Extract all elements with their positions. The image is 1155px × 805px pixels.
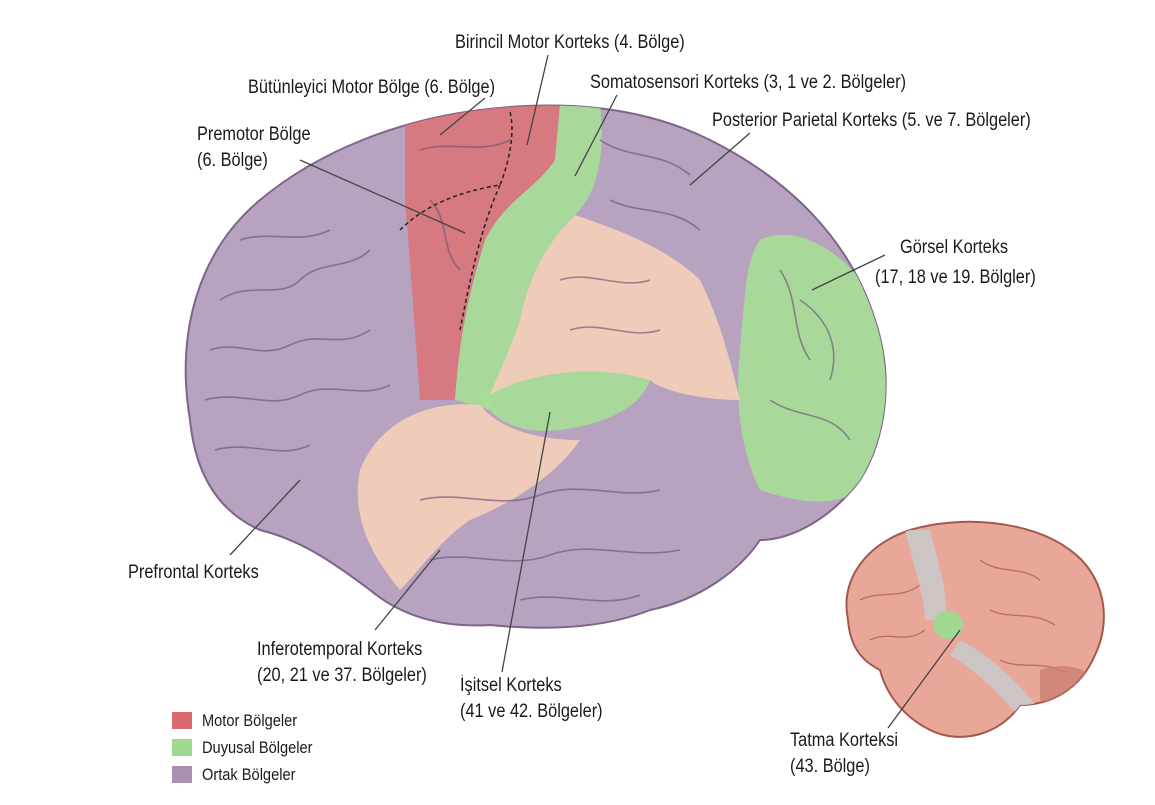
label-gustatory-line2: (43. Bölge) [790, 756, 870, 777]
label-auditory-line2: (41 ve 42. Bölgeler) [460, 701, 603, 722]
label-posterior-parietal: Posterior Parietal Korteks (5. ve 7. Böl… [712, 108, 1031, 134]
legend: Motor Bölgeler Duyusal Bölgeler Ortak Bö… [172, 707, 331, 788]
legend-item-motor: Motor Bölgeler [172, 707, 331, 734]
label-visual-line1: Görsel Korteks [900, 237, 1009, 258]
label-inferotemporal-line1: Inferotemporal Korteks [257, 639, 423, 660]
legend-swatch-sensory [172, 739, 192, 756]
main-brain [184, 104, 887, 629]
label-primary-motor-text: Birincil Motor Korteks (4. Bölge) [455, 32, 685, 53]
dashed-boundary [399, 111, 513, 331]
parietal-peach-region [490, 215, 740, 400]
visual-region [738, 234, 886, 502]
label-visual-line2: (17, 18 ve 19. Bölgler) [875, 267, 1036, 288]
label-inferotemporal-line2: (20, 21 ve 37. Bölgeler) [257, 665, 427, 686]
label-premotor-line2: (6. Bölge) [197, 150, 268, 171]
label-prefrontal-text: Prefrontal Korteks [128, 562, 259, 583]
label-gustatory: Tatma Korteksi (43. Bölge) [790, 728, 898, 780]
label-gustatory-line1: Tatma Korteksi [790, 730, 899, 751]
motor-region [405, 105, 560, 400]
small-brain [845, 520, 1105, 738]
somatosensory-region [455, 105, 602, 410]
label-auditory-line1: İşitsel Korteks [460, 675, 562, 696]
label-premotor: Premotor Bölge (6. Bölge) [197, 122, 311, 174]
gyri-texture [204, 139, 851, 602]
label-supplementary-motor-text: Bütünleyici Motor Bölge (6. Bölge) [248, 77, 496, 98]
label-prefrontal: Prefrontal Korteks [128, 560, 259, 586]
legend-item-association: Ortak Bölgeler [172, 761, 331, 788]
legend-label-association: Ortak Bölgeler [202, 764, 296, 784]
gustatory-region [933, 611, 963, 639]
label-somatosensory-text: Somatosensori Korteks (3, 1 ve 2. Bölgel… [590, 72, 907, 93]
legend-swatch-association [172, 766, 192, 783]
label-premotor-line1: Premotor Bölge [197, 124, 311, 145]
legend-item-sensory: Duyusal Bölgeler [172, 734, 331, 761]
label-supplementary-motor: Bütünleyici Motor Bölge (6. Bölge) [248, 75, 495, 101]
label-primary-motor: Birincil Motor Korteks (4. Bölge) [455, 30, 685, 56]
label-visual: Görsel Korteks [900, 235, 1008, 261]
auditory-region [480, 371, 650, 431]
legend-swatch-motor [172, 712, 192, 729]
temporal-peach-region [357, 404, 580, 590]
label-auditory: İşitsel Korteks (41 ve 42. Bölgeler) [460, 673, 603, 725]
leader-lines [229, 54, 961, 729]
legend-label-motor: Motor Bölgeler [202, 710, 298, 730]
label-posterior-parietal-text: Posterior Parietal Korteks (5. ve 7. Böl… [712, 110, 1031, 131]
legend-label-sensory: Duyusal Bölgeler [202, 737, 313, 757]
label-visual-area: (17, 18 ve 19. Bölgler) [875, 265, 1036, 291]
label-somatosensory: Somatosensori Korteks (3, 1 ve 2. Bölgel… [590, 70, 906, 96]
label-inferotemporal: Inferotemporal Korteks (20, 21 ve 37. Bö… [257, 637, 427, 689]
